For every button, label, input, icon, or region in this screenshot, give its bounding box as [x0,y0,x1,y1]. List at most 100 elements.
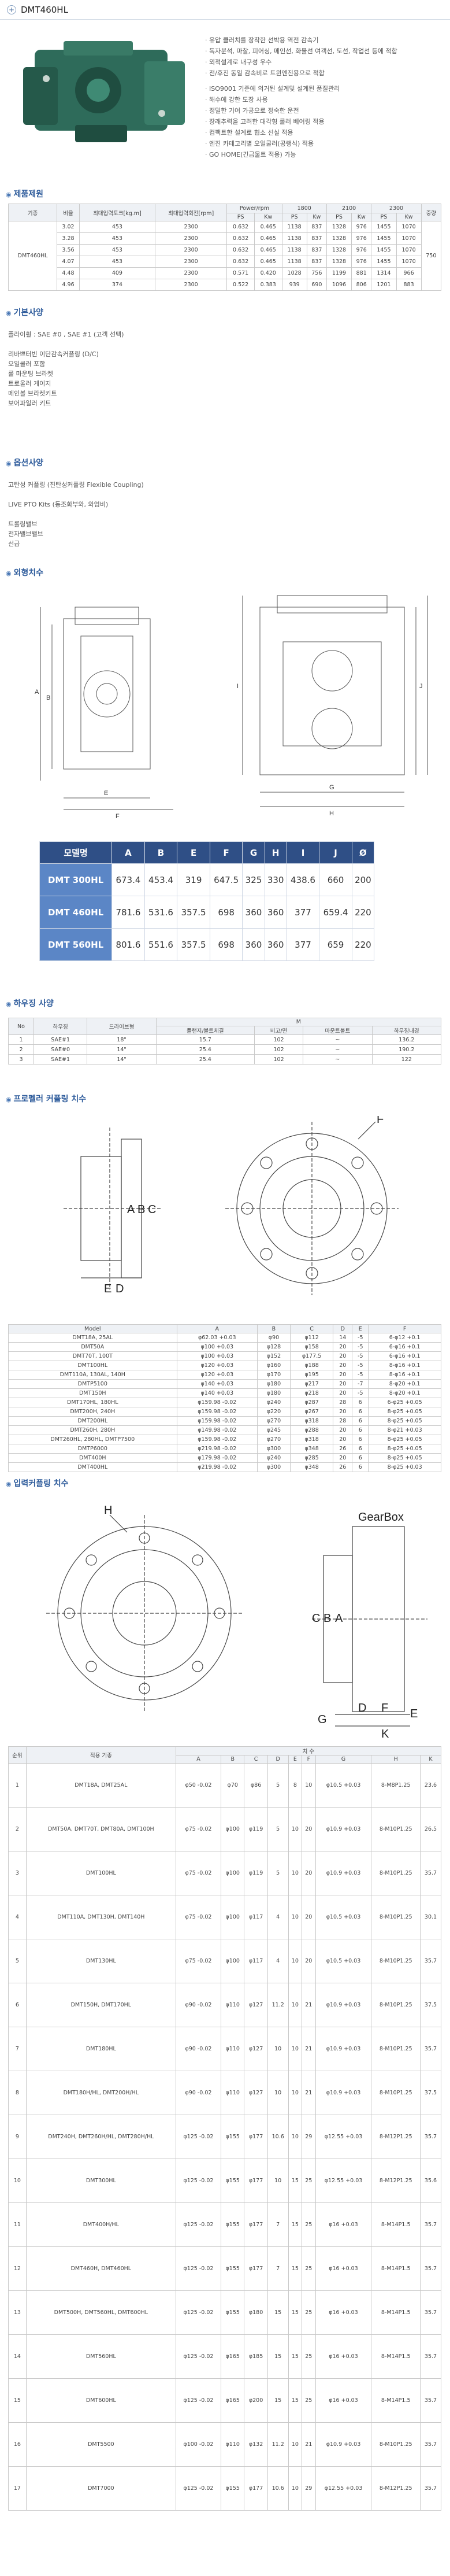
prop-cell: 28 [333,1416,353,1426]
input-cell: 23.6 [420,1763,441,1808]
adapter-cell: SAE#1 [33,1054,88,1065]
input-cell: φ127 [244,2071,268,2115]
input-cell: φ127 [244,1983,268,2027]
spec-subhead: Kw [396,213,422,221]
adapter-cell: SAE#1 [33,1034,88,1045]
prop-cell: 8-φ20 +0.1 [368,1388,441,1398]
section-title-outline: 외형치수 [6,567,43,578]
adapter-cell: 3 [8,1054,34,1065]
input-cell: φ119 [244,1807,268,1851]
prop-cell: 6 [352,1416,369,1426]
prop-cell: 8-φ25 +0.05 [368,1416,441,1426]
prop-label-B: B [137,1203,145,1216]
input-cell: 35.7 [420,2422,441,2467]
dim-cell: 360 [242,928,265,961]
input-cell: 21 [302,2027,316,2071]
input-cell: 8-M14P1.5 [371,2378,421,2423]
input-cell: φ10.5 +0.03 [315,1763,372,1808]
input-cell: 25 [302,2202,316,2247]
prop-cell: φ318 [289,1435,334,1444]
input-cell: 35.7 [420,2027,441,2071]
spec-head: Power/rpm [226,204,282,213]
input-cell: φ10.9 +0.03 [315,1983,372,2027]
input-cell: φ180 [244,2290,268,2335]
section-title-basic: 기본사양 [6,306,43,318]
prop-cell: φ128 [257,1342,291,1352]
input-cell: 16 [8,2422,27,2467]
input-head: 순위 [8,1746,27,1764]
prop-cell: φ100 +0.03 [176,1342,258,1352]
input-cell: φ75 -0.02 [175,1851,222,1895]
adapter-cell: 136.2 [371,1034,442,1045]
input-cell: φ155 [221,2159,245,2203]
spec-cell: 3.56 [57,244,80,256]
dim-cell: 330 [264,863,287,896]
dim-head: G [242,841,265,864]
basic-spec-item: 오일쿨러 포함 [8,360,46,368]
section-title-adapter: 하우징 사양 [6,997,53,1009]
input-cell: DMT560HL [25,2334,176,2379]
prop-cell: φ287 [289,1398,334,1407]
input-cell: φ127 [244,2027,268,2071]
dim-cell: 357.5 [177,896,210,929]
spec-head: 2100 [326,204,372,213]
prop-cell: -7 [352,1379,369,1389]
adapter-cell: 102 [254,1034,304,1045]
adapter-cell: 18" [87,1034,157,1045]
prop-cell: 6-φ12 +0.1 [368,1333,441,1343]
spec-cell: 1199 [326,267,352,279]
input-cell: 7 [267,2246,289,2291]
section-title-options: 옵션사양 [6,457,43,468]
input-cell: 35.7 [420,2246,441,2291]
spec-cell: 837 [306,244,327,256]
prop-head: C [289,1324,334,1333]
prop-cell: φ220 [257,1407,291,1417]
prop-cell: 20 [333,1425,353,1435]
input-subhead: F [302,1755,316,1764]
input-cell: 30.1 [420,1895,441,1939]
propeller-coupling-drawing: A B C D E F [64,1116,399,1295]
spec-cell: 453 [79,256,155,268]
spec-cell: 2300 [154,244,228,256]
prop-head: D [333,1324,353,1333]
input-cell: 15 [288,2159,303,2203]
prop-cell: 26 [333,1462,353,1472]
dim-cell: 200 [351,863,375,896]
prop-label-D: D [116,1283,124,1295]
prop-cell: 6 [352,1444,369,1454]
prop-cell: DMT400HL [8,1462,177,1472]
input-cell: 8-M10P1.25 [371,1895,421,1939]
adapter-head: 드라이브형 [87,1018,157,1035]
spec-cell: 1328 [326,244,352,256]
prop-cell: φ300 [257,1462,291,1472]
expand-icon[interactable]: + [7,5,16,14]
prop-cell: DMT110A, 130AL, 140H [8,1370,177,1380]
spec-cell: 939 [281,279,307,291]
input-cell: DMT18A, DMT25AL [25,1763,176,1808]
prop-head: B [257,1324,291,1333]
input-cell: 4 [267,1939,289,1983]
input-cell: 10 [288,2422,303,2467]
input-cell: φ177 [244,2246,268,2291]
dim-cell: 325 [242,863,265,896]
input-cell: 14 [8,2334,27,2379]
spec-cell: 881 [351,267,372,279]
input-cell: 35.7 [420,2290,441,2335]
input-cell: 8-M8P1.25 [371,1763,421,1808]
input-cell: φ16 +0.03 [315,2334,372,2379]
dim-cell: 438.6 [286,863,320,896]
prop-label-C: C [148,1203,156,1216]
input-cell: 35.6 [420,2159,441,2203]
input-coupling-drawing: H GearBox C B A G D F E K [46,1504,427,1740]
input-cell: φ100 -0.02 [175,2422,222,2467]
input-cell: 35.7 [420,2115,441,2159]
spec-cell: 1138 [281,256,307,268]
